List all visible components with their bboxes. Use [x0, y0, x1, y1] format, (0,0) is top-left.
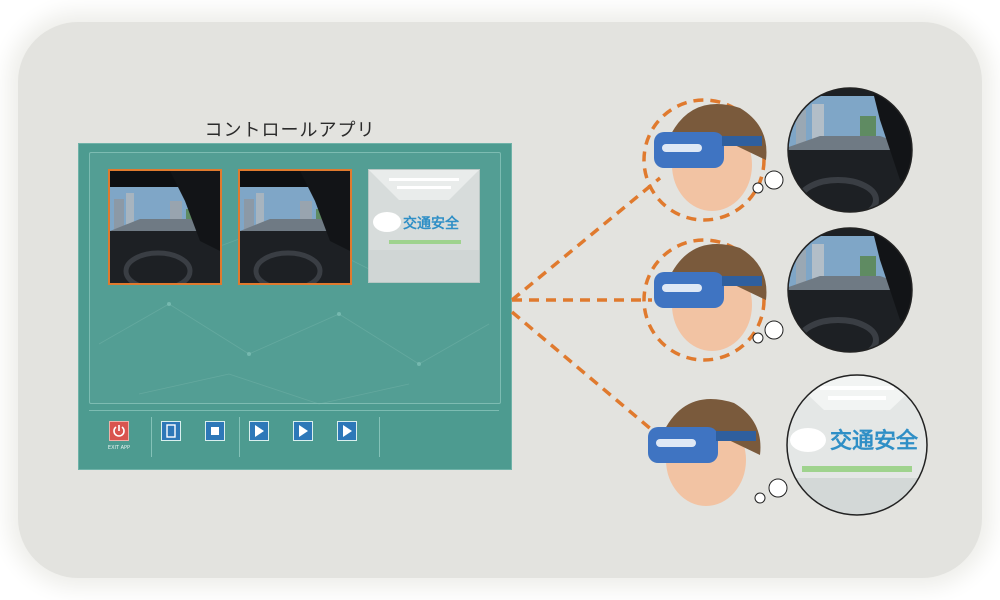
- play-button-3[interactable]: [337, 421, 357, 441]
- power-icon: [113, 425, 125, 437]
- vr-preview-thumbnail-1[interactable]: [108, 169, 222, 285]
- title-screen-text-large: 交通安全: [830, 428, 919, 454]
- title-screen-text-small: 交通安全: [403, 215, 460, 232]
- selected-user-ring-2: [642, 238, 766, 362]
- title-screen-image: 交通安全: [369, 170, 479, 282]
- toolbar-divider: [151, 417, 152, 457]
- vr-user-3: [648, 399, 788, 506]
- play-button-1[interactable]: [249, 421, 269, 441]
- exit-app-button[interactable]: [109, 421, 129, 441]
- control-app-window: 交通安全 EXIT APP: [78, 143, 512, 470]
- stop-button[interactable]: [205, 421, 225, 441]
- play-icon: [299, 425, 308, 437]
- vr-user-1: [654, 104, 784, 211]
- exit-app-label: EXIT APP: [107, 445, 131, 451]
- vr-preview-thumbnail-2[interactable]: [238, 169, 352, 285]
- toolbar-divider: [239, 417, 240, 457]
- driving-view-image: [110, 171, 220, 283]
- user-2-view-bubble: [788, 228, 912, 352]
- stop-icon: [211, 427, 219, 435]
- connector-1: [510, 176, 662, 302]
- door-icon: [166, 424, 176, 438]
- play-icon: [255, 425, 264, 437]
- vr-user-2: [654, 244, 784, 351]
- driving-view-image: [240, 171, 350, 283]
- door-button[interactable]: [161, 421, 181, 441]
- user-1-view-bubble: [788, 88, 912, 212]
- vr-preview-thumbnail-3[interactable]: 交通安全: [368, 169, 480, 283]
- connection-lines: [510, 176, 662, 432]
- selected-user-ring-1: [642, 98, 766, 222]
- toolbar-divider: [379, 417, 380, 457]
- play-icon: [343, 425, 352, 437]
- preview-area: 交通安全: [89, 152, 501, 404]
- control-app-title: コントロールアプリ: [204, 120, 376, 141]
- connector-3: [510, 310, 654, 432]
- control-toolbar: EXIT APP: [89, 410, 499, 463]
- play-button-2[interactable]: [293, 421, 313, 441]
